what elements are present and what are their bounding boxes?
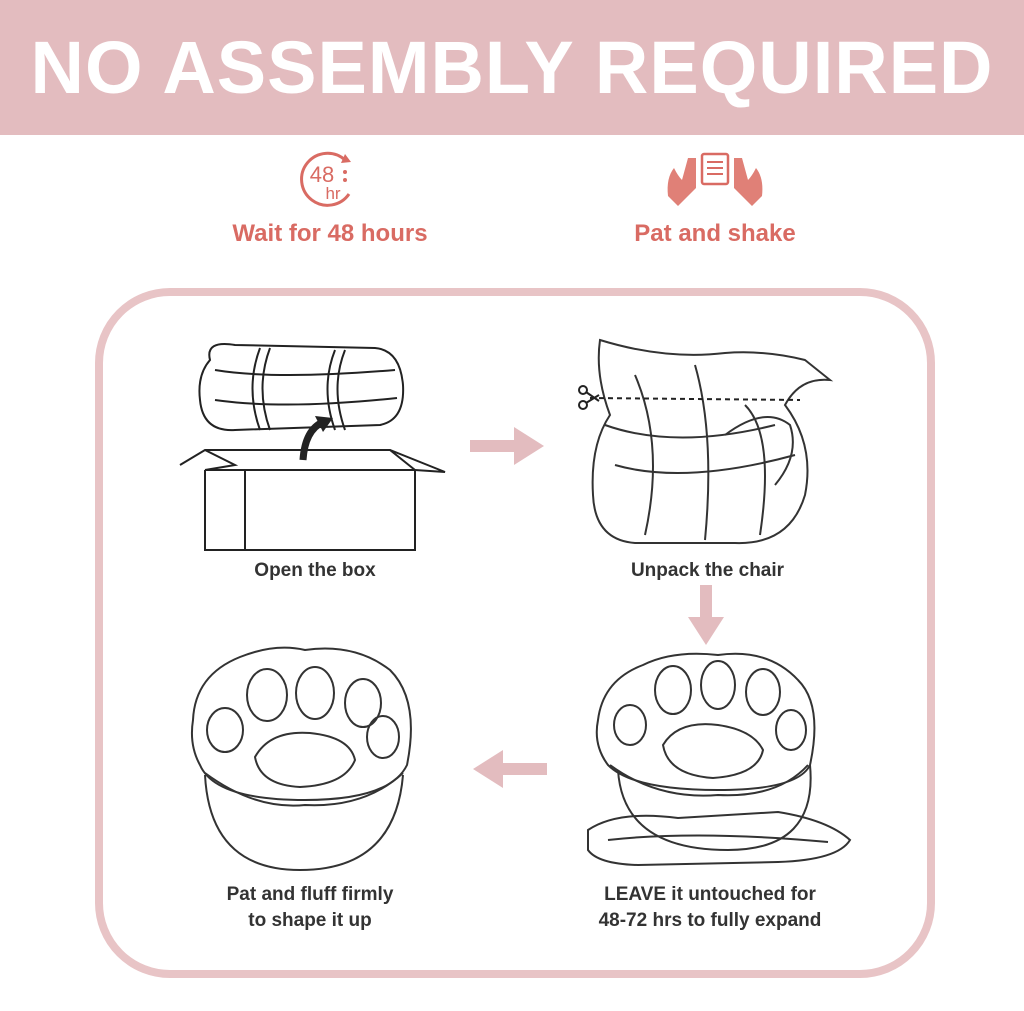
tip-wait: 48 hr Wait for 48 hours [180,148,480,248]
tip-pat: Pat and shake [565,148,865,248]
tip-pat-label: Pat and shake [634,220,796,247]
clock-number: 48 [310,162,334,187]
arrow-left-icon [473,750,547,788]
step-leave-untouched-line2: 48-72 hrs to fully expand [598,910,822,931]
step-leave-untouched-line1: LEAVE it untouched for [604,884,816,905]
step-pat-fluff-line1: Pat and fluff firmly [226,884,394,905]
step-pat-fluff-line2: to shape it up [248,910,372,931]
clock-unit: hr [325,184,340,203]
open-box-illustration [179,343,446,551]
step-open-box: Open the box [175,558,455,584]
header-banner: NO ASSEMBLY REQUIRED [0,0,1024,135]
step-unpack-chair-line1: Unpack the chair [630,560,785,581]
step-leave-untouched: LEAVE it untouched for 48-72 hrs to full… [560,882,860,934]
expanded-chair-illustration [587,652,852,867]
hands-pat-icon [667,152,763,206]
step-open-box-line1: Open the box [254,560,376,581]
arrow-down-icon [688,585,724,645]
arrow-right-icon [470,427,544,465]
tip-wait-label: Wait for 48 hours [232,220,428,247]
fluffed-chair-illustration [190,646,412,872]
page-title: NO ASSEMBLY REQUIRED [30,26,994,109]
step-pat-fluff: Pat and fluff firmly to shape it up [160,882,460,934]
clock-48hr-icon: 48 hr [300,151,351,207]
unpack-chair-illustration [578,338,834,545]
step-unpack-chair: Unpack the chair [575,558,840,584]
